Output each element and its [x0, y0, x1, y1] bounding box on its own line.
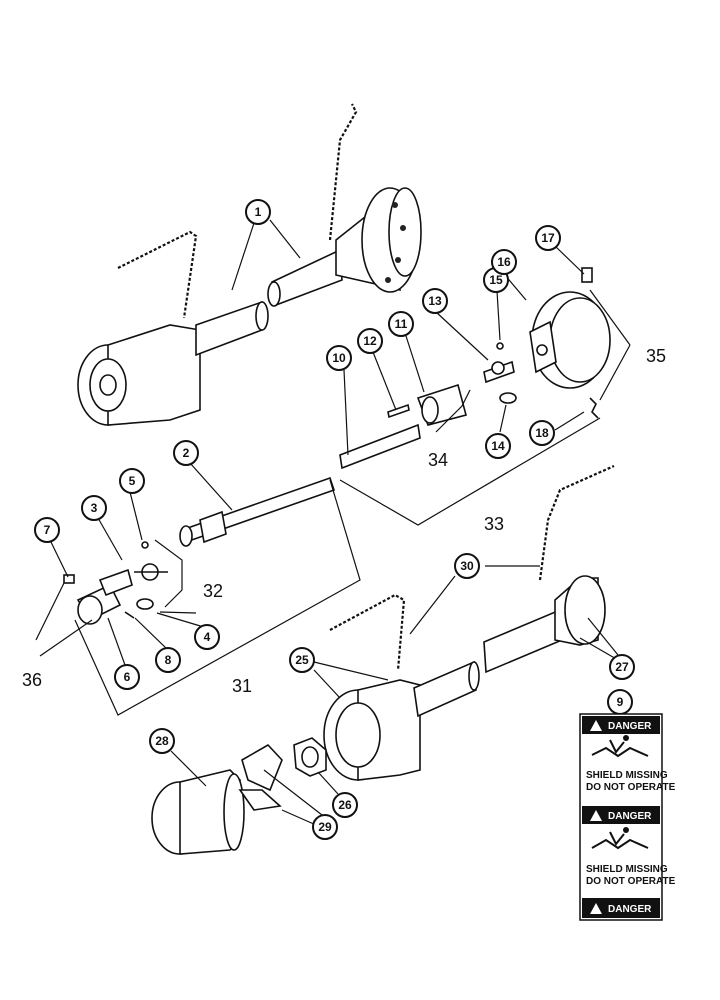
lower-loose-parts	[151, 737, 327, 855]
left-ujoint-group	[63, 541, 168, 625]
decal-danger-text: DANGER	[608, 811, 652, 822]
callout-label: 7	[44, 523, 51, 537]
callout-label: 17	[541, 231, 555, 245]
callout-4: 4	[194, 624, 220, 650]
group-label-31: 31	[232, 676, 252, 696]
decal-shield-line2: DO NOT OPERATE	[586, 782, 676, 793]
entanglement-pictogram-icon	[591, 735, 649, 758]
callout-29: 29	[312, 814, 338, 840]
callout-2: 2	[173, 440, 199, 466]
callout-10: 10	[326, 345, 352, 371]
callout-11: 11	[388, 311, 414, 337]
callout-label: 29	[318, 820, 332, 834]
decal-danger-text: DANGER	[608, 721, 652, 732]
callout-16: 16	[491, 249, 517, 275]
callout-28: 28	[149, 728, 175, 754]
callout-label: 13	[428, 294, 442, 308]
callout-27: 27	[609, 654, 635, 680]
callout-8: 8	[155, 647, 181, 673]
callout-label: 11	[395, 317, 408, 331]
callout-6: 6	[114, 664, 140, 690]
entanglement-pictogram-icon	[591, 827, 649, 850]
callout-7: 7	[34, 517, 60, 543]
callout-25: 25	[289, 647, 315, 673]
decal-shield-line1: SHIELD MISSING	[586, 770, 668, 781]
upper-driveshaft-assembly	[77, 103, 422, 426]
callout-label: 27	[615, 660, 629, 674]
callout-label: 28	[155, 734, 169, 748]
warning-triangle-icon	[590, 720, 602, 731]
lower-driveshaft-assembly	[323, 464, 615, 781]
callout-label: 15	[489, 273, 503, 287]
callout-14: 14	[485, 433, 511, 459]
callout-label: 4	[204, 630, 211, 644]
danger-decal: DANGER SHIELD MISSING DO NOT OPERATE DAN…	[579, 713, 676, 921]
callout-label: 18	[535, 426, 549, 440]
callout-label: 8	[165, 653, 172, 667]
group-label-34: 34	[428, 450, 448, 470]
callout-label: 10	[332, 351, 346, 365]
callout-label: 12	[363, 334, 377, 348]
middle-shaft-components	[179, 267, 611, 547]
callout-5: 5	[119, 468, 145, 494]
leader-lines	[35, 219, 631, 826]
callout-12: 12	[357, 328, 383, 354]
callout-1: 1	[245, 199, 271, 225]
callout-label: 2	[183, 446, 190, 460]
callout-label: 30	[460, 559, 474, 573]
group-label-32: 32	[203, 581, 223, 601]
callout-18: 18	[529, 420, 555, 446]
callout-9: 9	[607, 689, 633, 715]
callout-30: 30	[454, 553, 480, 579]
group-label-36: 36	[22, 670, 42, 690]
decal-shield-line2: DO NOT OPERATE	[586, 876, 676, 887]
callout-label: 3	[91, 501, 98, 515]
callout-3: 3	[81, 495, 107, 521]
callout-label: 25	[295, 653, 309, 667]
callout-17: 17	[535, 225, 561, 251]
decal-danger-text: DANGER	[608, 904, 652, 915]
group-label-33: 33	[484, 514, 504, 534]
callout-label: 26	[338, 798, 352, 812]
group-label-35: 35	[646, 346, 666, 366]
warning-triangle-icon	[590, 810, 602, 821]
callout-label: 5	[129, 474, 136, 488]
warning-triangle-icon	[590, 903, 602, 914]
callout-13: 13	[422, 288, 448, 314]
callout-26: 26	[332, 792, 358, 818]
decal-shield-line1: SHIELD MISSING	[586, 864, 668, 875]
callout-label: 14	[491, 439, 505, 453]
callout-label: 16	[497, 255, 511, 269]
callout-label: 1	[255, 205, 262, 219]
callout-label: 9	[617, 695, 624, 709]
callout-label: 6	[124, 670, 131, 684]
